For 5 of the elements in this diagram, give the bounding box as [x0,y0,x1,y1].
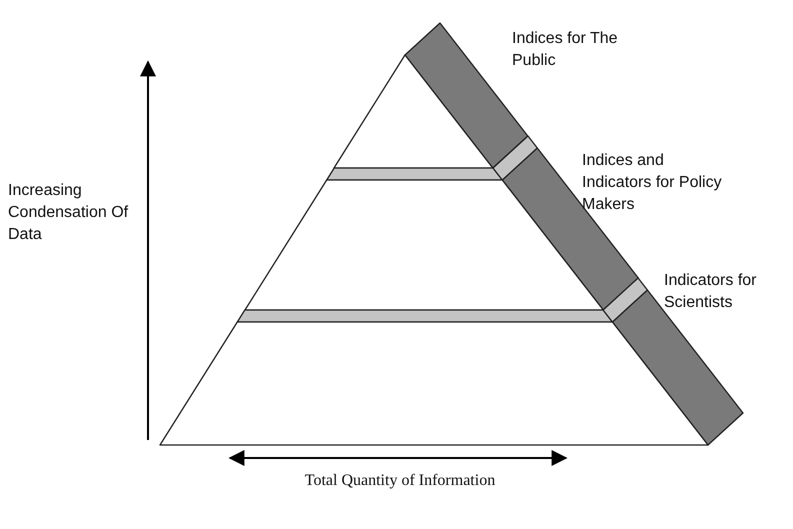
tier-label: Indicators for Scientists [664,271,758,313]
tier-label: Indices and Indicators for Policy Makers [582,151,722,215]
axis-label: Increasing Condensation Of Data [8,181,130,245]
axis-label: Total Quantity of Information [304,471,496,491]
tier-label: Indices for The Public [512,29,619,71]
